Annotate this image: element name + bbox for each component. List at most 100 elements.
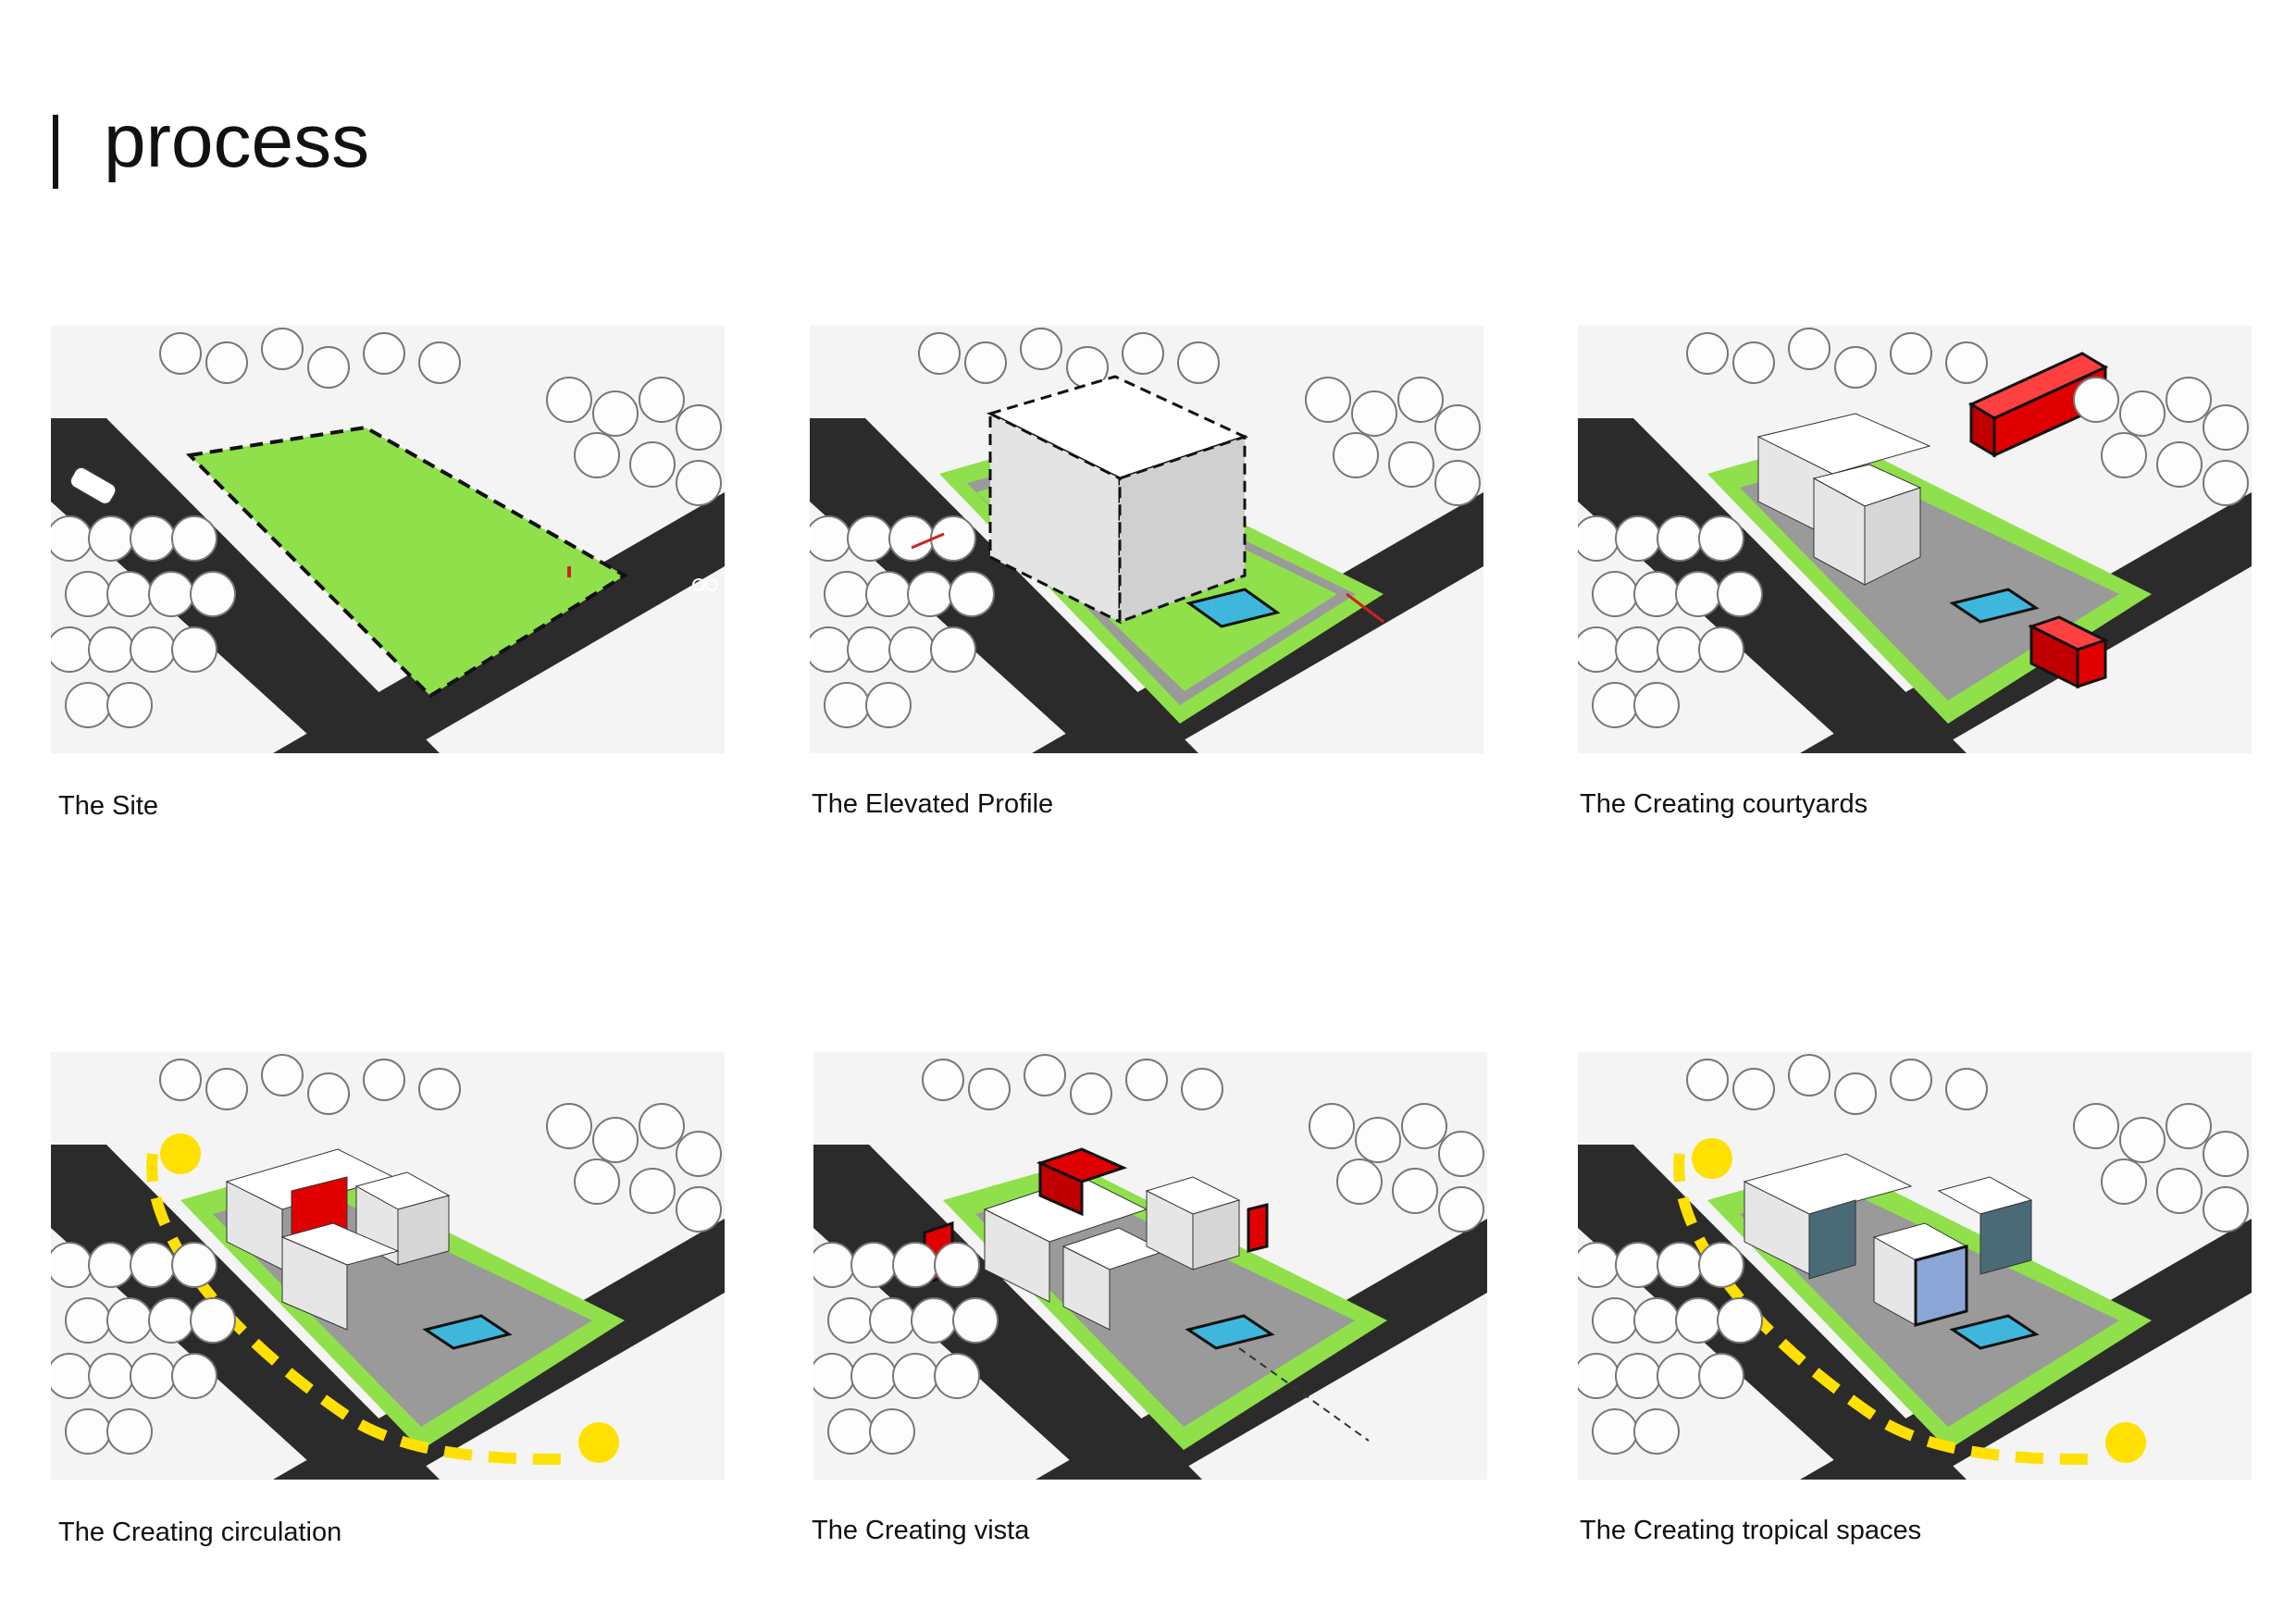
page-title: process xyxy=(104,99,370,183)
tree-icon xyxy=(1578,515,1620,562)
tree-icon xyxy=(2203,404,2249,451)
tree-icon xyxy=(2203,1186,2249,1233)
tree-icon xyxy=(171,515,217,562)
tree-icon xyxy=(592,1117,639,1163)
tree-icon xyxy=(824,682,870,728)
tree-icon xyxy=(892,1353,938,1399)
pool xyxy=(1949,1314,2040,1350)
road-left xyxy=(51,418,440,753)
caption-site: The Site xyxy=(58,791,158,821)
tree-icon xyxy=(810,515,851,562)
building-volumes xyxy=(225,1148,451,1331)
tree-icon xyxy=(159,332,202,375)
tree-icon xyxy=(190,1297,236,1344)
pool xyxy=(422,1314,513,1350)
courtyards-diagram xyxy=(1578,328,2252,753)
tree-icon xyxy=(2073,377,2119,423)
caption-vista: The Creating vista xyxy=(812,1516,1030,1545)
diagram-panel-circulation xyxy=(51,1052,725,1480)
tree-icon xyxy=(1633,571,1680,617)
circulation-end-dot xyxy=(2105,1422,2146,1463)
trees-top xyxy=(1686,328,1988,389)
pool xyxy=(1185,588,1281,628)
tree-icon xyxy=(1788,1054,1831,1096)
tree-icon xyxy=(1181,1068,1223,1110)
tree-icon xyxy=(865,682,912,728)
tree-icon xyxy=(676,1186,722,1233)
circulation-diagram xyxy=(51,1054,725,1480)
tree-icon xyxy=(949,571,995,617)
road-left xyxy=(813,1145,1202,1480)
vista-line xyxy=(1238,1347,1370,1442)
tree-icon xyxy=(1392,1168,1438,1214)
tree-icon xyxy=(676,404,722,451)
tree-icon xyxy=(1592,1297,1638,1344)
pool xyxy=(1949,588,2040,624)
caption-courtyards: The Creating courtyards xyxy=(1580,789,1868,819)
tree-icon xyxy=(2156,1168,2203,1214)
tree-icon xyxy=(869,1297,915,1344)
tree-icon xyxy=(65,571,111,617)
tree-icon xyxy=(1698,1353,1744,1399)
tree-icon xyxy=(190,571,236,617)
tree-icon xyxy=(106,571,153,617)
tree-icon xyxy=(888,515,935,562)
building-volume-center xyxy=(1812,464,1922,586)
tree-icon xyxy=(148,571,194,617)
tree-icon xyxy=(1578,626,1620,673)
tree-icon xyxy=(1578,1353,1620,1399)
tree-icon xyxy=(922,1059,964,1101)
trees-left xyxy=(1578,1242,1763,1455)
arrow xyxy=(1346,592,1384,624)
tree-icon xyxy=(65,682,111,728)
tree-icon xyxy=(363,1059,405,1101)
tree-icon xyxy=(1890,332,1932,375)
tree-icon xyxy=(171,1353,217,1399)
tree-icon xyxy=(205,1068,248,1110)
tree-icon xyxy=(2156,441,2203,488)
site-plot xyxy=(185,425,628,699)
tree-icon xyxy=(88,1353,134,1399)
road-left xyxy=(1578,1145,1967,1480)
tree-icon xyxy=(824,571,870,617)
red-volume-extracted-bottom xyxy=(2028,615,2109,689)
tree-icon xyxy=(592,390,639,437)
tree-icon xyxy=(1698,515,1744,562)
road-left xyxy=(1578,418,1967,753)
vista-diagram xyxy=(813,1054,1487,1480)
tree-icon xyxy=(1125,1059,1168,1101)
tree-icon xyxy=(1020,328,1062,370)
tree-icon xyxy=(106,1408,153,1455)
tree-icon xyxy=(88,515,134,562)
tree-icon xyxy=(1675,1297,1721,1344)
tree-icon xyxy=(574,432,620,478)
tree-icon xyxy=(106,682,153,728)
circulation-start-dot xyxy=(160,1134,201,1174)
trees-right xyxy=(2073,377,2249,506)
tree-icon xyxy=(952,1297,999,1344)
tree-icon xyxy=(1698,626,1744,673)
trees-left xyxy=(51,1242,236,1455)
tree-icon xyxy=(892,1242,938,1288)
trees-right xyxy=(1309,1103,1484,1233)
tree-icon xyxy=(1657,626,1703,673)
tree-icon xyxy=(1309,1103,1355,1149)
tree-icon xyxy=(813,1353,855,1399)
tree-icon xyxy=(2073,1103,2119,1149)
tree-icon xyxy=(869,1408,915,1455)
elevated-profile-diagram xyxy=(810,328,1483,753)
tree-icon xyxy=(918,332,961,375)
diagram-panel-tropical-spaces xyxy=(1578,1052,2252,1480)
tree-icon xyxy=(1615,626,1661,673)
tree-icon xyxy=(171,1242,217,1288)
tree-icon xyxy=(205,341,248,384)
tree-icon xyxy=(148,1297,194,1344)
trees-right xyxy=(2073,1103,2249,1233)
tree-icon xyxy=(2166,377,2212,423)
tree-icon xyxy=(1675,571,1721,617)
tree-icon xyxy=(65,1297,111,1344)
tree-icon xyxy=(51,1242,93,1288)
tree-icon xyxy=(907,571,953,617)
tree-icon xyxy=(2101,432,2147,478)
caption-elevated-profile: The Elevated Profile xyxy=(812,789,1054,819)
